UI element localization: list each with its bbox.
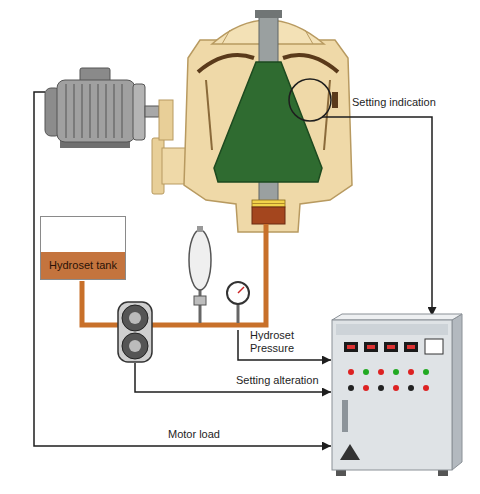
tank-box: Hydroset tank xyxy=(40,216,126,280)
accumulator xyxy=(189,230,211,290)
control-cabinet xyxy=(452,314,462,470)
control-cabinet xyxy=(332,314,462,476)
signal-label: Setting indication xyxy=(352,96,436,109)
control-cabinet xyxy=(332,314,462,320)
control-cabinet xyxy=(364,342,378,352)
cone-crusher xyxy=(283,55,338,72)
control-cabinet xyxy=(393,369,399,375)
cone-crusher xyxy=(255,10,282,18)
electric-motor xyxy=(65,84,67,138)
cone-crusher xyxy=(252,207,285,224)
control-cabinet xyxy=(408,369,414,375)
cone-crusher xyxy=(184,40,352,232)
accumulator xyxy=(194,296,206,305)
electric-motor xyxy=(113,84,115,138)
cone-crusher xyxy=(198,55,254,72)
cone-crusher xyxy=(252,203,285,204)
hydroset-pipe xyxy=(152,224,266,325)
control-cabinet xyxy=(408,385,414,391)
gear-pump xyxy=(122,305,148,331)
electric-motor xyxy=(81,84,83,138)
electric-motor xyxy=(89,84,91,138)
control-cabinet xyxy=(336,324,448,335)
control-cabinet xyxy=(404,342,418,352)
accumulator xyxy=(197,226,203,232)
electric-motor xyxy=(97,84,99,138)
cone-crusher xyxy=(222,30,230,44)
cone-crusher xyxy=(206,80,212,150)
electric-motor xyxy=(66,84,122,138)
pressure-gauge xyxy=(227,282,249,304)
gear-pump xyxy=(118,302,152,362)
control-cabinet xyxy=(348,385,354,391)
hydroset-pipe xyxy=(82,281,118,325)
gear-pump xyxy=(129,340,141,352)
control-cabinet xyxy=(348,369,354,375)
gear-pump xyxy=(118,302,152,362)
control-cabinet xyxy=(363,369,369,375)
electric-motor xyxy=(105,84,107,138)
control-cabinet xyxy=(340,444,360,460)
control-cabinet xyxy=(387,345,395,349)
gear-pump xyxy=(122,333,148,359)
control-cabinet xyxy=(423,369,429,375)
cone-crusher xyxy=(289,79,331,121)
control-cabinet xyxy=(344,342,358,352)
control-cabinet xyxy=(378,369,384,375)
signal-wire xyxy=(322,117,432,316)
signal-label: Setting alteration xyxy=(236,374,319,387)
pressure-gauge xyxy=(237,303,240,323)
control-cabinet xyxy=(367,345,375,349)
accumulator xyxy=(199,290,202,323)
electric-motor xyxy=(121,84,123,138)
control-cabinet xyxy=(363,385,369,391)
tank-label: Hydroset tank xyxy=(41,252,125,279)
control-cabinet xyxy=(342,400,348,432)
electric-motor xyxy=(57,80,135,142)
control-cabinet xyxy=(378,385,384,391)
signal-wire xyxy=(135,363,331,392)
control-cabinet xyxy=(332,320,452,470)
pressure-gauge xyxy=(238,287,244,293)
control-cabinet xyxy=(425,339,443,354)
control-cabinet xyxy=(423,385,429,391)
signal-wire xyxy=(238,330,331,360)
control-cabinet xyxy=(384,342,398,352)
cone-crusher xyxy=(305,30,313,44)
cone-crusher xyxy=(332,92,338,108)
control-cabinet xyxy=(393,385,399,391)
countershaft-housing xyxy=(159,100,173,140)
signal-label: Motor load xyxy=(168,428,220,441)
cone-crusher xyxy=(252,200,285,207)
signal-wire xyxy=(34,92,331,446)
accumulator xyxy=(189,226,211,323)
cone-crusher xyxy=(184,10,352,232)
pressure-gauge xyxy=(227,282,249,323)
signal-label: Hydroset Pressure xyxy=(250,329,306,355)
electric-motor xyxy=(45,68,159,148)
control-cabinet xyxy=(347,345,355,349)
gear-pump xyxy=(129,312,141,324)
electric-motor xyxy=(133,84,145,140)
electric-motor xyxy=(73,84,75,138)
electric-motor xyxy=(145,106,159,117)
control-cabinet xyxy=(407,345,415,349)
